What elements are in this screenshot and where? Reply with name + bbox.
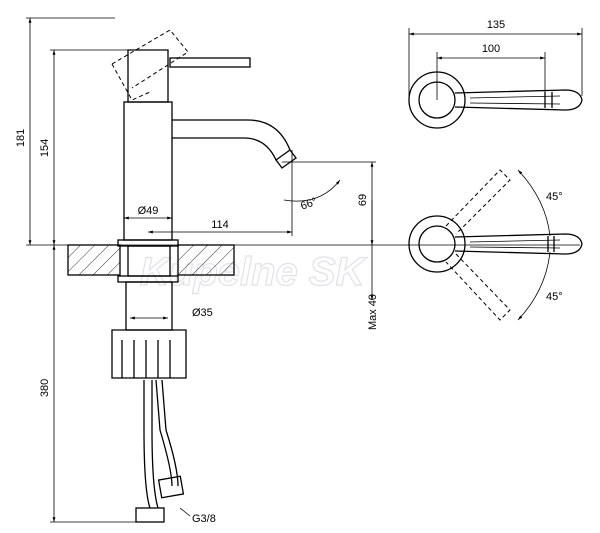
spout-tip xyxy=(275,149,297,169)
spout-top xyxy=(172,119,291,151)
hose-right xyxy=(155,379,173,487)
dim-base-diameter: Ø49 xyxy=(138,205,159,217)
rotation-inner-ring xyxy=(418,225,456,263)
dim-spout-angle: 66° xyxy=(299,196,319,213)
countertop-right xyxy=(177,244,235,276)
rotation-outer-ring xyxy=(408,215,466,273)
faucet-body xyxy=(123,101,173,241)
dim-max-thickness: Max 40 xyxy=(367,294,379,330)
rotation-dimensions xyxy=(517,169,551,321)
ghost-lever xyxy=(111,29,189,101)
watermark-text: Kupelne SK xyxy=(140,250,368,294)
mounting-nut xyxy=(111,329,187,379)
faucet-head xyxy=(127,49,169,103)
side-dimensions xyxy=(26,17,580,523)
dim-depth-base: 380 xyxy=(39,379,51,397)
rotation-ghost-levers xyxy=(445,169,511,321)
rotation-view xyxy=(408,169,583,321)
dim-rot-down: 45° xyxy=(546,291,563,303)
spout-bottom xyxy=(172,137,277,161)
top-dimensions xyxy=(408,28,583,100)
rotation-lever xyxy=(454,233,583,255)
side-view xyxy=(67,29,297,523)
top-view xyxy=(408,71,583,129)
dim-top-inner: 100 xyxy=(482,43,500,55)
dim-shank-diameter: Ø35 xyxy=(192,307,213,319)
top-view-lever xyxy=(454,89,583,111)
dim-spout-height: 69 xyxy=(357,194,369,206)
dim-height-total: 181 xyxy=(15,129,27,147)
dim-height-spout: 154 xyxy=(39,139,51,157)
fitting-left xyxy=(135,507,165,523)
dim-thread: G3/8 xyxy=(192,513,216,525)
dim-reach: 114 xyxy=(211,219,229,231)
countertop-left xyxy=(67,244,121,276)
lever xyxy=(169,57,251,68)
fitting-right xyxy=(157,475,185,499)
dim-rot-up: 45° xyxy=(546,191,563,203)
dim-top-width: 135 xyxy=(487,19,505,31)
hose-left xyxy=(143,380,151,509)
